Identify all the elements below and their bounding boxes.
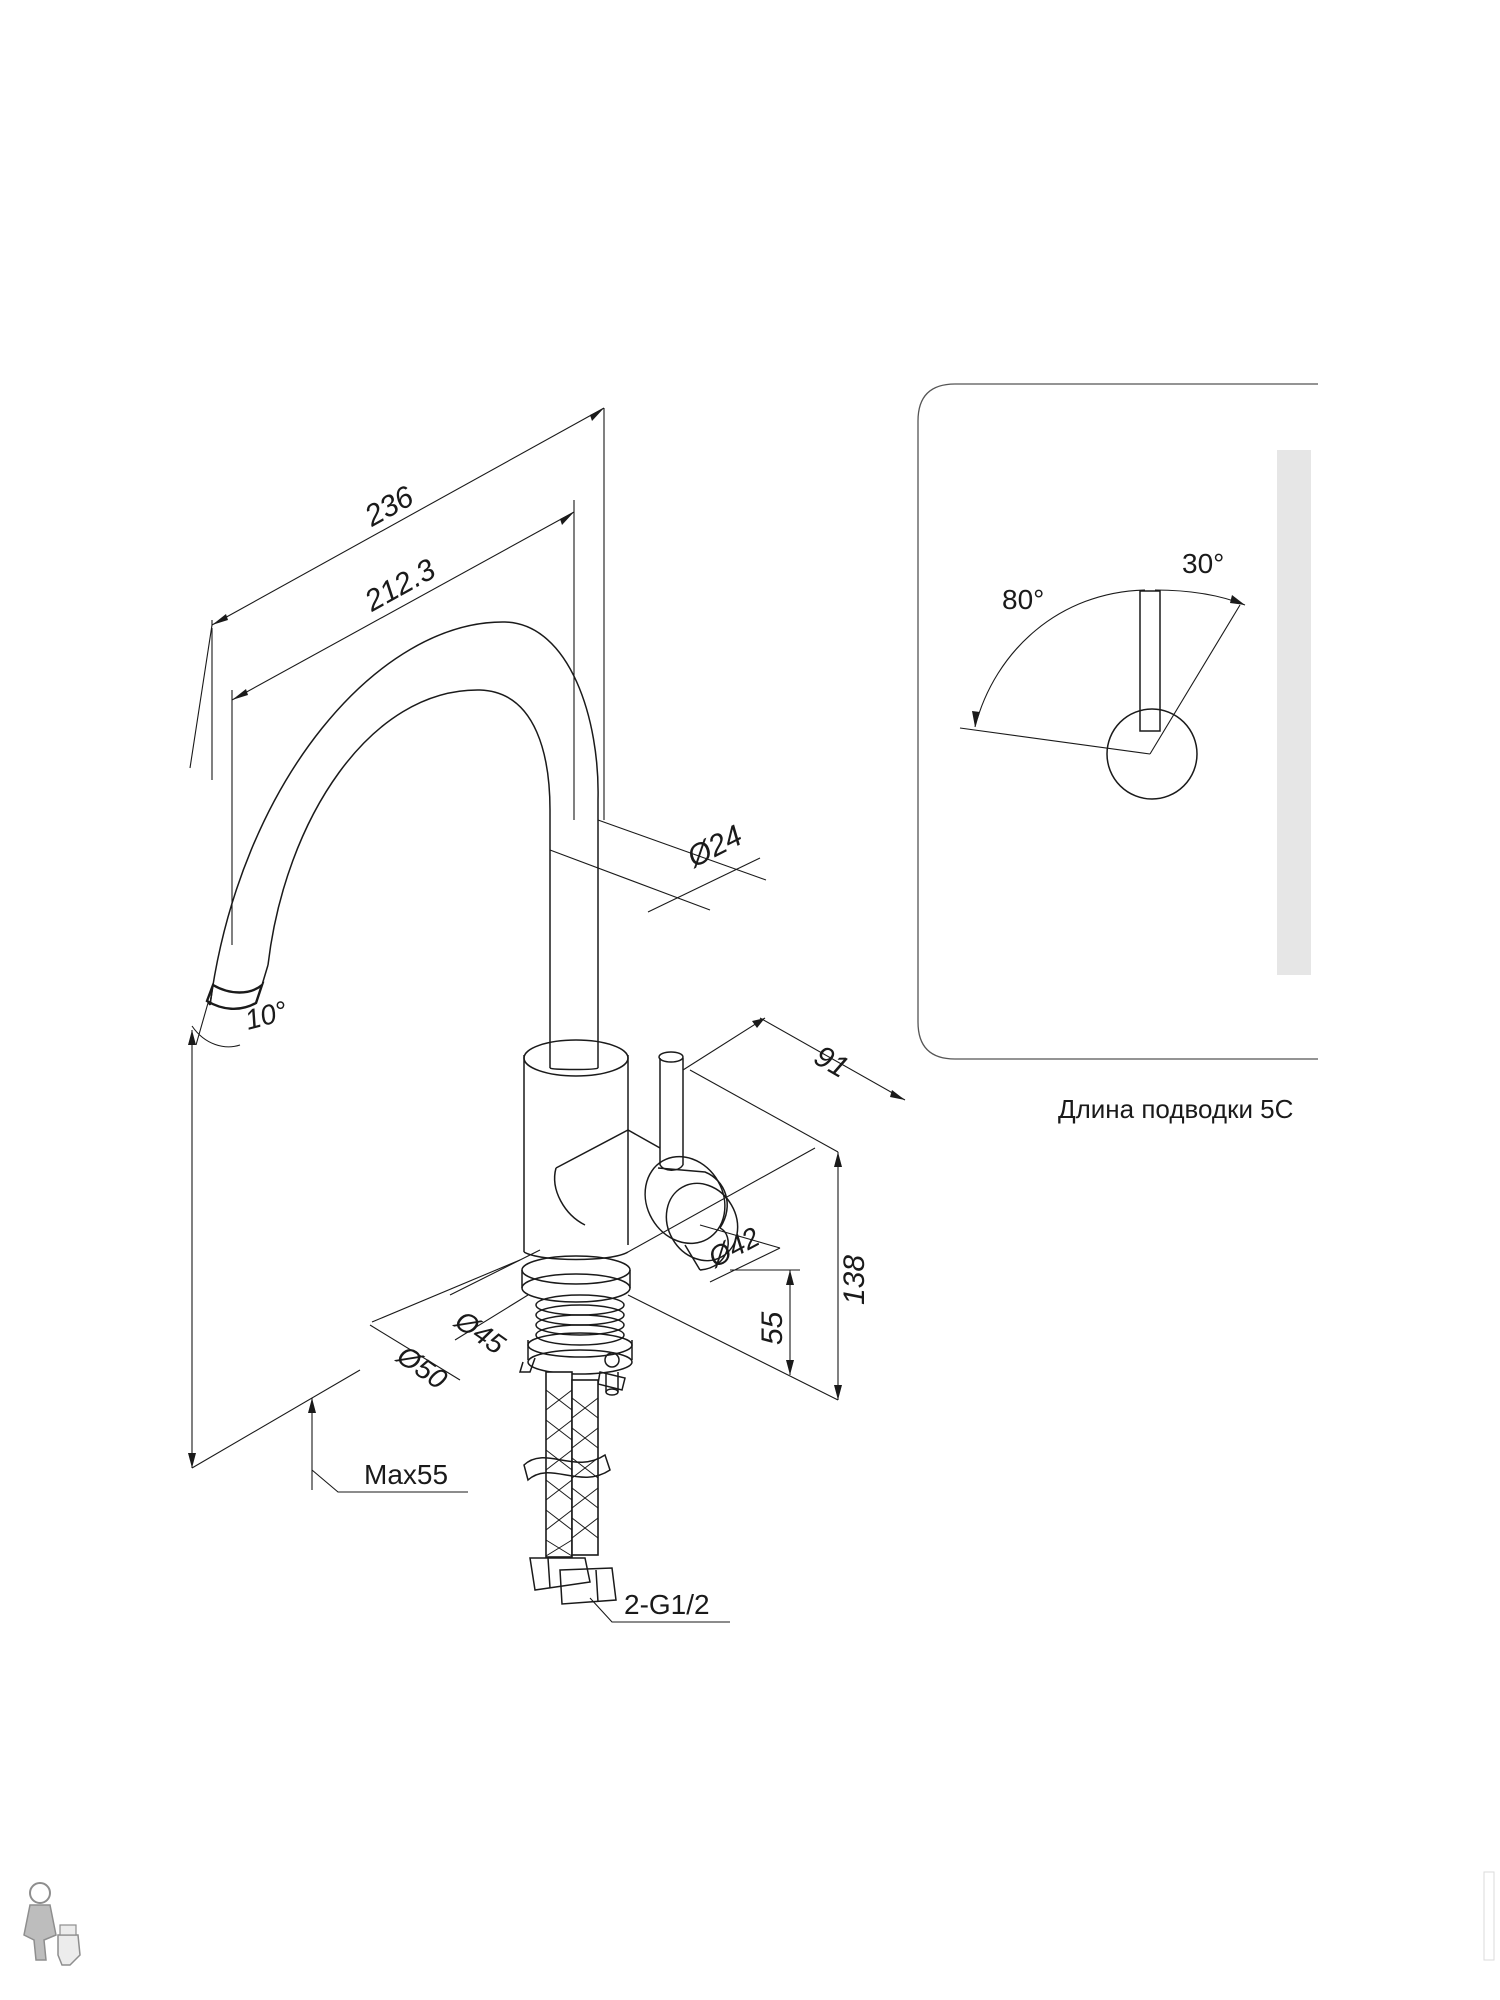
dim-spout-tilt: 10°: [242, 995, 291, 1036]
mounting-base: [518, 1255, 633, 1396]
dim-spout-diameter: Ø24: [681, 819, 747, 875]
plumber-logo: [23, 1882, 81, 1966]
inset-angle-left: 80°: [1002, 584, 1044, 615]
inset-caption: Длина подводки 5С: [1058, 1094, 1293, 1124]
dim-mount-height: 55: [756, 1311, 789, 1345]
dim-length-total: 236: [359, 480, 420, 534]
dim-length-spout: 212.3: [359, 553, 442, 619]
inset-angle-right: 30°: [1182, 548, 1224, 579]
side-watermark: [1483, 1871, 1495, 1961]
supply-hoses: [523, 1371, 617, 1605]
dimension-arrows: [188, 408, 905, 1468]
mixer-handle: [554, 1051, 739, 1271]
dim-lever-reach: 91: [809, 1039, 854, 1084]
handle-angle-inset: 80° 30°: [917, 383, 1318, 1060]
dim-base-diameter-outer: Ø50: [391, 1339, 453, 1396]
inset-side-bar: [1277, 450, 1311, 975]
faucet-body: [523, 1039, 629, 1261]
dimension-lines: [189, 407, 906, 1623]
dim-base-diameter-inner: Ø45: [449, 1304, 511, 1361]
dim-countertop-max: Max55: [364, 1459, 448, 1490]
dim-connection-thread: 2-G1/2: [624, 1589, 710, 1620]
dim-base-height: 138: [838, 1255, 871, 1305]
spout: [205, 621, 599, 1068]
